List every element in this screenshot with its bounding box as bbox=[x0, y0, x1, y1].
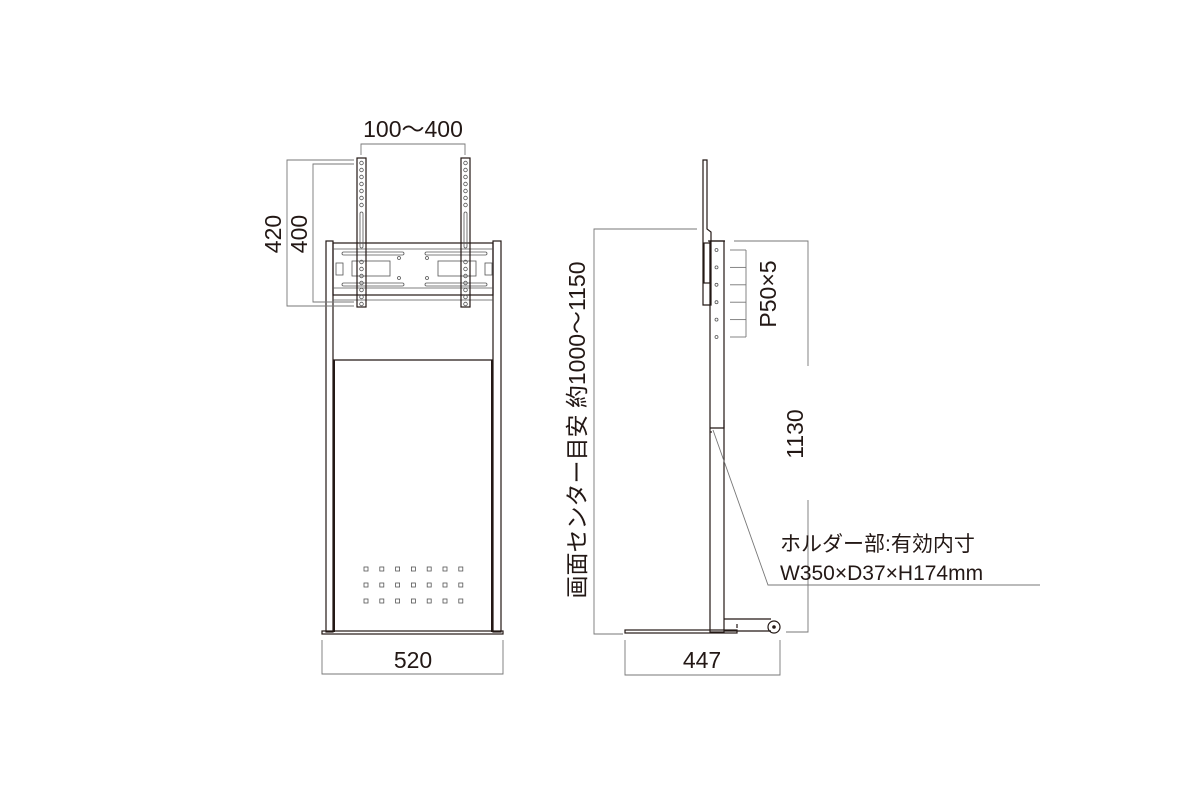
arm-hole bbox=[463, 188, 468, 194]
pole-hole bbox=[714, 265, 719, 270]
vesa-arms bbox=[356, 157, 471, 308]
arm-hole bbox=[359, 266, 364, 272]
width-label: 520 bbox=[394, 647, 432, 673]
pitch-label: P50×5 bbox=[755, 260, 781, 327]
vent-hole bbox=[426, 566, 432, 572]
vesa-width-dimension: 100～400 bbox=[360, 116, 466, 155]
height-inner-label: 400 bbox=[286, 215, 312, 253]
arm-hole bbox=[463, 294, 468, 300]
arm-hole bbox=[463, 259, 468, 265]
left-vesa-arm bbox=[356, 157, 367, 308]
vent-hole bbox=[395, 598, 401, 604]
left-post bbox=[325, 240, 334, 633]
arm-hole bbox=[359, 202, 364, 208]
arm-hole bbox=[463, 202, 468, 208]
height-420-dimension: 420 bbox=[260, 159, 354, 307]
vent-hole bbox=[395, 566, 401, 572]
front-base bbox=[321, 630, 504, 635]
lower-panel bbox=[333, 359, 493, 632]
vent-hole bbox=[410, 566, 416, 572]
arm-hole bbox=[463, 273, 468, 279]
pole-hole bbox=[714, 335, 719, 339]
height-outer-label: 420 bbox=[260, 215, 286, 253]
arm-hole bbox=[463, 287, 468, 293]
arm-hole bbox=[359, 188, 364, 194]
pole-holes bbox=[714, 248, 719, 339]
vent-hole bbox=[363, 566, 369, 572]
arm-hole bbox=[463, 301, 468, 307]
pole-hole bbox=[714, 248, 719, 252]
vent-hole bbox=[363, 582, 369, 588]
arm-hole bbox=[359, 301, 364, 307]
vent-hole bbox=[379, 582, 385, 588]
vent-hole bbox=[442, 566, 448, 572]
vent-hole bbox=[442, 598, 448, 604]
arm-slot bbox=[359, 211, 364, 249]
front-view: 100～400 420 400 520 bbox=[260, 116, 504, 675]
vesa-width-label: 100～400 bbox=[363, 116, 463, 142]
pole-hole bbox=[714, 282, 719, 287]
vent-hole bbox=[458, 582, 464, 588]
pole-hole bbox=[714, 317, 719, 322]
arm-slot bbox=[463, 211, 468, 249]
arm-hole bbox=[359, 181, 364, 187]
arm-hole bbox=[463, 181, 468, 187]
arm-hole bbox=[359, 287, 364, 293]
holder-bracket bbox=[703, 242, 711, 284]
pole bbox=[709, 240, 725, 633]
arm-hole bbox=[463, 195, 468, 201]
arm-hole bbox=[359, 294, 364, 300]
depth-447-dimension: 447 bbox=[624, 640, 781, 676]
arm-hole bbox=[463, 174, 468, 180]
height-1130-dimension: 1130 bbox=[734, 240, 809, 633]
holder-note-line1: ホルダー部:有効内寸 bbox=[780, 533, 975, 556]
arm-hole bbox=[359, 273, 364, 279]
arm-hole bbox=[463, 280, 468, 286]
side-view: P50×5 画面センター目安 約1000～1150 1130 447 ホルダー部… bbox=[564, 159, 1040, 676]
vent-hole bbox=[410, 598, 416, 604]
vent-hole bbox=[379, 598, 385, 604]
arm-hole bbox=[359, 280, 364, 286]
arm-hole bbox=[359, 195, 364, 201]
arm-hole bbox=[359, 174, 364, 180]
vent-hole bbox=[458, 598, 464, 604]
width-520-dimension: 520 bbox=[321, 640, 504, 675]
ventilation-holes bbox=[363, 566, 464, 604]
holder-note-line2: W350×D37×H174mm bbox=[780, 562, 983, 585]
screen-panel bbox=[702, 159, 712, 306]
vent-hole bbox=[458, 566, 464, 572]
vent-hole bbox=[363, 598, 369, 604]
arm-hole bbox=[463, 266, 468, 272]
screen-center-label: 画面センター目安 約1000～1150 bbox=[564, 261, 590, 598]
vent-hole bbox=[442, 582, 448, 588]
height-label: 1130 bbox=[782, 409, 808, 458]
caster-icon bbox=[767, 620, 781, 634]
arm-hole bbox=[359, 160, 364, 166]
vent-hole bbox=[379, 566, 385, 572]
vent-hole bbox=[410, 582, 416, 588]
arm-hole bbox=[359, 259, 364, 265]
pitch-ticks bbox=[730, 249, 747, 338]
holder-note: ホルダー部:有効内寸 W350×D37×H174mm bbox=[712, 429, 1040, 586]
height-400-dimension: 400 bbox=[286, 163, 354, 303]
right-vesa-arm bbox=[460, 157, 471, 308]
depth-label: 447 bbox=[683, 647, 721, 673]
arm-hole bbox=[463, 160, 468, 166]
pole-hole bbox=[714, 300, 719, 305]
arm-hole bbox=[359, 167, 364, 173]
screen-center-dimension: 画面センター目安 約1000～1150 bbox=[564, 228, 697, 635]
arm-hole bbox=[463, 167, 468, 173]
vent-hole bbox=[395, 582, 401, 588]
vent-hole bbox=[426, 582, 432, 588]
right-post bbox=[492, 240, 502, 633]
vent-hole bbox=[426, 598, 432, 604]
